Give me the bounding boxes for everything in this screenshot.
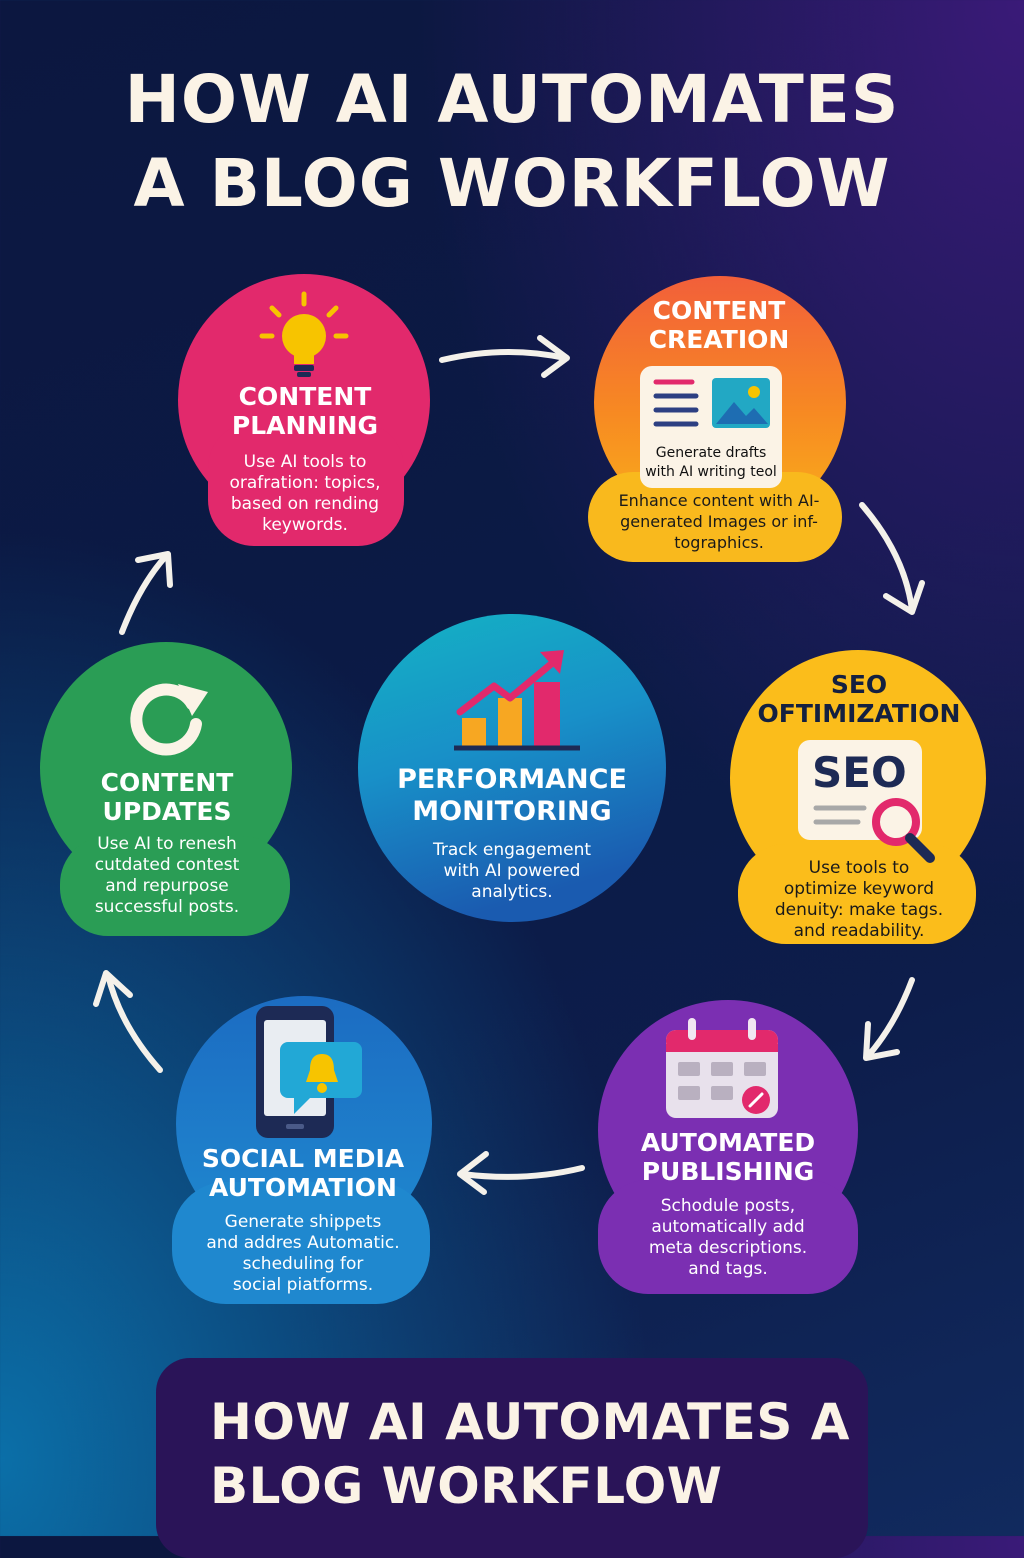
page-title: HOW AI AUTOMATES A BLOG WORKFLOW	[0, 58, 1024, 226]
social-description: Generate shippets and addres Automatic. …	[206, 1212, 400, 1295]
creation-label: CONTENT CREATION	[648, 296, 790, 354]
node-automated-publishing: AUTOMATED PUBLISHING Schodule posts, aut…	[594, 1000, 862, 1300]
monitoring-label: PERFORMANCE MONITORING	[397, 764, 627, 827]
monitoring-bubble	[358, 614, 666, 922]
creation-card-text: Generate drafts with AI writing teol	[645, 445, 777, 480]
arrow-creation-to-seo	[859, 502, 925, 615]
updates-bubble	[40, 642, 292, 936]
refresh-icon	[130, 683, 208, 756]
footer-title: HOW AI AUTOMATES A BLOG WORKFLOW	[210, 1393, 850, 1515]
monitoring-description: Track engagement with AI powered analyti…	[432, 840, 592, 902]
title-line-1: HOW AI AUTOMATES	[124, 61, 900, 138]
updates-description: Use AI to renesh cutdated contest and re…	[94, 834, 240, 917]
arrow-updates-to-planning	[119, 551, 173, 635]
node-social-media-automation: SOCIAL MEDIA AUTOMATION Generate shippet…	[172, 982, 434, 1308]
calendar-icon	[666, 1018, 778, 1118]
phone-notification-icon	[256, 1006, 362, 1138]
creation-description: Enhance content with AI- generated Image…	[618, 491, 820, 552]
arrow-seo-to-publishing	[863, 977, 915, 1061]
publishing-description: Schodule posts, automatically add meta d…	[648, 1196, 808, 1279]
planning-bubble	[178, 274, 430, 546]
seo-label: SEO OFTIMIZATION	[757, 670, 961, 728]
node-seo-optimization: SEO OFTIMIZATION SEO Use tools to optimi…	[728, 648, 990, 948]
arrow-planning-to-creation	[439, 335, 570, 378]
publishing-bubble	[598, 1000, 858, 1294]
seo-description: Use tools to optimize keyword denuity: m…	[774, 858, 944, 941]
planning-label: CONTENT PLANNING	[231, 382, 379, 440]
node-performance-monitoring: PERFORMANCE MONITORING Track engagement …	[356, 612, 668, 924]
bar-chart-arrow-icon	[454, 650, 580, 751]
seo-magnifier-icon: SEO	[798, 740, 935, 863]
lightbulb-icon	[259, 291, 349, 377]
arrow-publishing-to-social	[457, 1151, 585, 1195]
seo-magnifier-graphic	[813, 798, 935, 863]
updates-label: CONTENT UPDATES	[100, 768, 234, 826]
node-content-planning: CONTENT PLANNING Use AI tools to orafrat…	[170, 272, 440, 552]
arrow-social-to-updates	[93, 970, 163, 1073]
node-content-creation: CONTENT CREATION Generate drafts with AI	[584, 276, 854, 566]
social-label: SOCIAL MEDIA AUTOMATION	[201, 1144, 405, 1202]
footer-banner: HOW AI AUTOMATES A BLOG WORKFLOW	[156, 1358, 868, 1558]
node-content-updates: CONTENT UPDATES Use AI to renesh cutdate…	[38, 640, 296, 940]
publishing-label: AUTOMATED PUBLISHING	[640, 1128, 816, 1186]
seo-icon-text: SEO	[812, 748, 907, 797]
document-image-icon: Generate drafts with AI writing teol	[640, 366, 782, 488]
title-line-2: A BLOG WORKFLOW	[133, 145, 891, 222]
document-lines-image	[653, 378, 770, 428]
planning-description: Use AI tools to orafration: topics, base…	[229, 452, 381, 535]
